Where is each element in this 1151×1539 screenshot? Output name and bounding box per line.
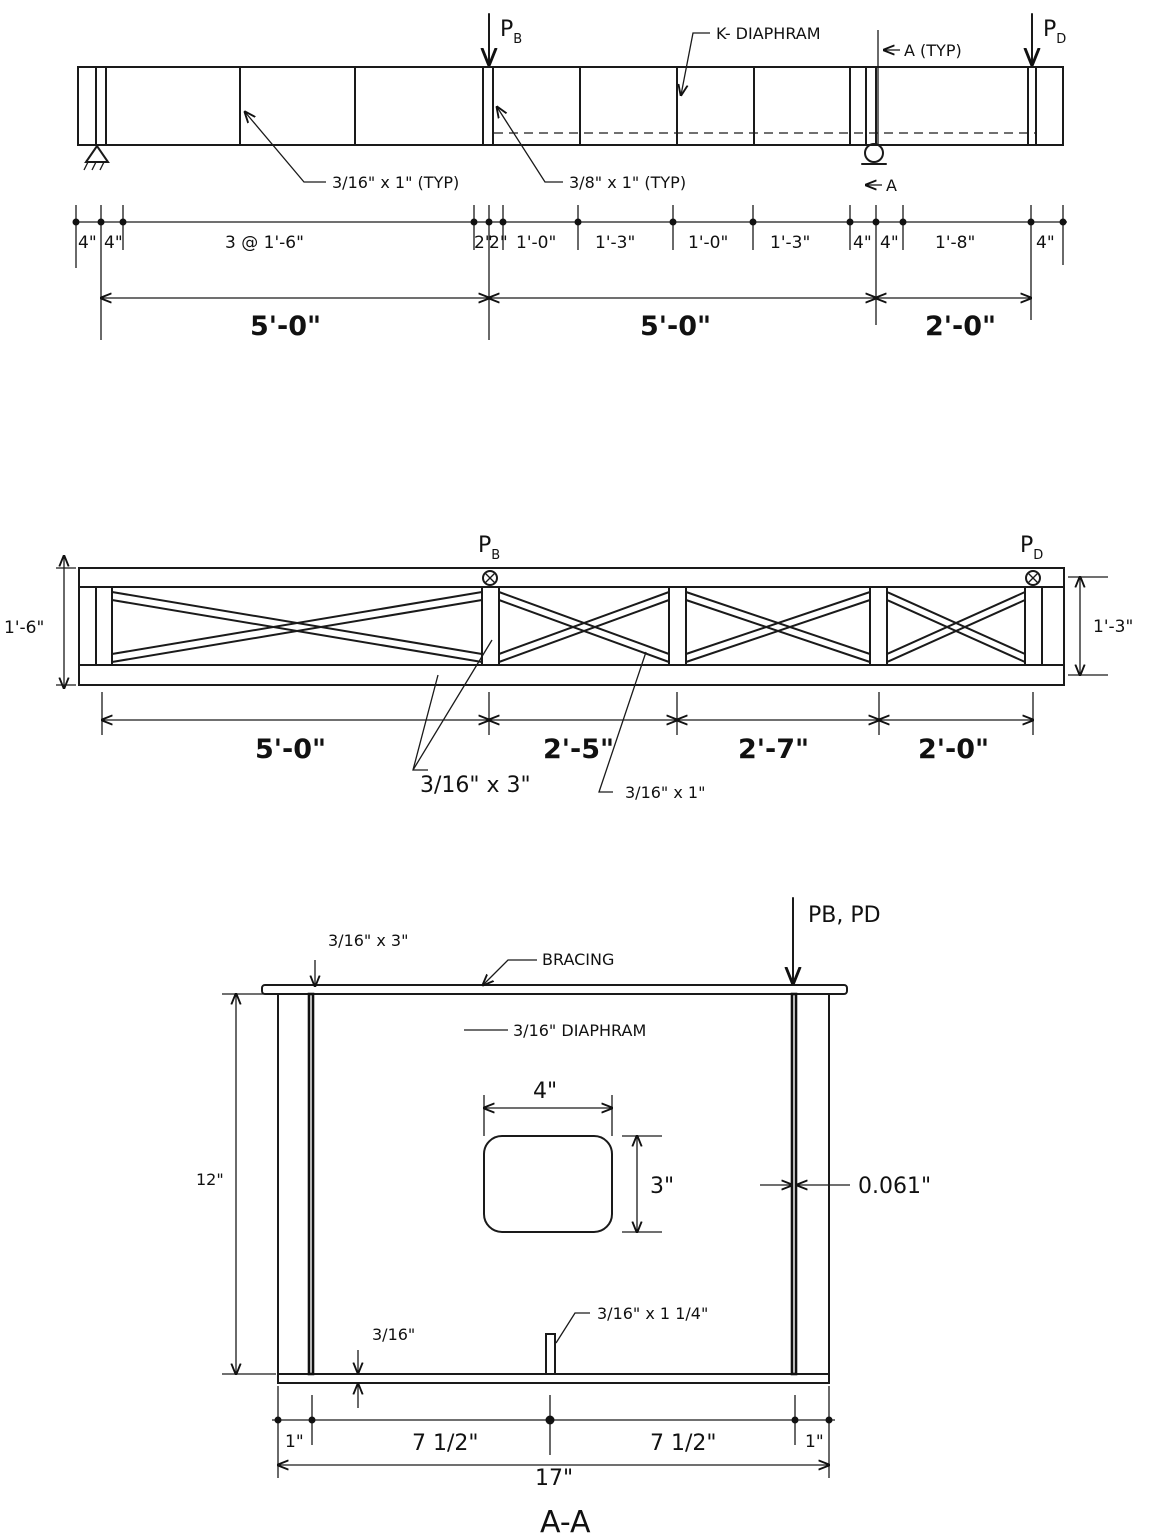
dim-top-4: 2": [474, 233, 493, 253]
top-flange-plate: [261, 984, 848, 995]
plan-height-left: 1'-6": [4, 618, 44, 638]
member-large-leader-1: [412, 674, 439, 771]
plan-load-label-pd: PD: [1020, 533, 1043, 563]
right-web: [790, 992, 798, 1376]
stiffener-large-leader: [497, 107, 563, 183]
dim-top-2: 4": [104, 233, 123, 253]
bottom-plate-label: 3/16": [372, 1325, 415, 1344]
load-symbol-pb-icon: [482, 570, 498, 586]
k-diaphragm-label: K- DIAPHRAM: [716, 24, 821, 43]
dim-top-5: 2": [489, 233, 508, 253]
dim-top-6: 1'-0": [516, 233, 556, 253]
pin-support-icon: [83, 144, 110, 171]
section-dim-2: 7 1/2": [412, 1431, 479, 1456]
web-thickness-label: 0.061": [858, 1174, 931, 1199]
section-ref-label: A: [886, 176, 897, 195]
dimension-string-top: [72, 205, 1067, 340]
elevation-view: PB PD K- DIAPHRAM A (TYP) A 3/16" x 1" (…: [72, 13, 1067, 342]
left-web: [307, 992, 315, 1376]
hole-height-label: 3": [650, 1174, 674, 1199]
section-caption: A-A: [540, 1505, 591, 1539]
dim-bottom-3: 2'-0": [925, 311, 996, 342]
plan-dim-3: 2'-7": [738, 734, 809, 765]
diaphragm-label: 3/16" DIAPHRAM: [513, 1021, 646, 1040]
hole-width-label: 4": [533, 1079, 557, 1104]
plan-dim-4: 2'-0": [918, 734, 989, 765]
x-bracing-members: [111, 591, 1026, 663]
stiffener-large-label: 3/8" x 1" (TYP): [569, 173, 686, 192]
roller-support-icon: [861, 143, 887, 165]
dim-top-7: 1'-3": [595, 233, 635, 253]
plan-height-right: 1'-3": [1093, 617, 1133, 637]
dim-top-9: 1'-3": [770, 233, 810, 253]
flange-label: 3/16" x 3": [328, 931, 408, 950]
dim-top-1: 4": [78, 233, 97, 253]
plan-outline: [78, 567, 1065, 686]
section-dim-4: 1": [805, 1432, 824, 1452]
member-small-leader: [598, 651, 647, 793]
dim-top-11: 4": [880, 233, 899, 253]
plan-dim-2: 2'-5": [543, 734, 614, 765]
section-dim-1: 1": [285, 1432, 304, 1452]
dim-top-3: 3 @ 1'-6": [225, 233, 304, 253]
section-total-width: 17": [535, 1466, 573, 1491]
dim-top-13: 4": [1036, 233, 1055, 253]
section-height-label: 12": [196, 1170, 224, 1189]
load-label-pb: PB: [500, 17, 522, 47]
cross-frame-struts: [95, 586, 1043, 666]
section-ref-typ-label: A (TYP): [904, 41, 962, 60]
bracing-label: BRACING: [542, 950, 614, 969]
section-dimension-string: [272, 1386, 835, 1478]
plan-load-label-pb: PB: [478, 533, 500, 563]
bearing-stiffeners: [95, 66, 1037, 146]
member-large-leader-2: [412, 639, 493, 771]
bracing-leader: [483, 959, 537, 985]
dim-top-8: 1'-0": [688, 233, 728, 253]
stiffener-label: 3/16" x 1 1/4": [597, 1304, 708, 1323]
section-a-a: PB, PD 3/16" x 3" BRACING 3/16" DIAPHRAM…: [196, 897, 931, 1539]
dim-top-10: 4": [853, 233, 872, 253]
plan-view: PB PD 1'-6" 1'-3" 5'-0" 2'-5" 2'-7": [4, 533, 1133, 802]
plan-dimension-string: [102, 692, 1033, 735]
center-stiffener: [545, 1333, 556, 1375]
stiffener-leader: [555, 1312, 590, 1344]
k-diaphragm-leader: [681, 32, 710, 95]
section-loads-label: PB, PD: [808, 903, 881, 928]
section-dim-3: 7 1/2": [650, 1431, 717, 1456]
dim-top-12: 1'-8": [935, 233, 975, 253]
plan-dim-1: 5'-0": [255, 734, 326, 765]
dim-bottom-1: 5'-0": [250, 311, 321, 342]
load-symbol-pd-icon: [1025, 570, 1041, 586]
member-small-label: 3/16" x 1": [625, 783, 705, 802]
access-hole: [483, 1135, 613, 1233]
intermediate-stiffeners: [239, 66, 851, 146]
bottom-plate: [277, 1373, 830, 1384]
member-large-label: 3/16" x 3": [420, 773, 531, 798]
load-label-pd: PD: [1043, 17, 1066, 47]
stiffener-small-label: 3/16" x 1" (TYP): [332, 173, 459, 192]
diaphragm-outline: [277, 993, 830, 1375]
girder-outline: [77, 66, 1064, 146]
dim-bottom-2: 5'-0": [640, 311, 711, 342]
stiffener-small-leader: [245, 112, 326, 183]
